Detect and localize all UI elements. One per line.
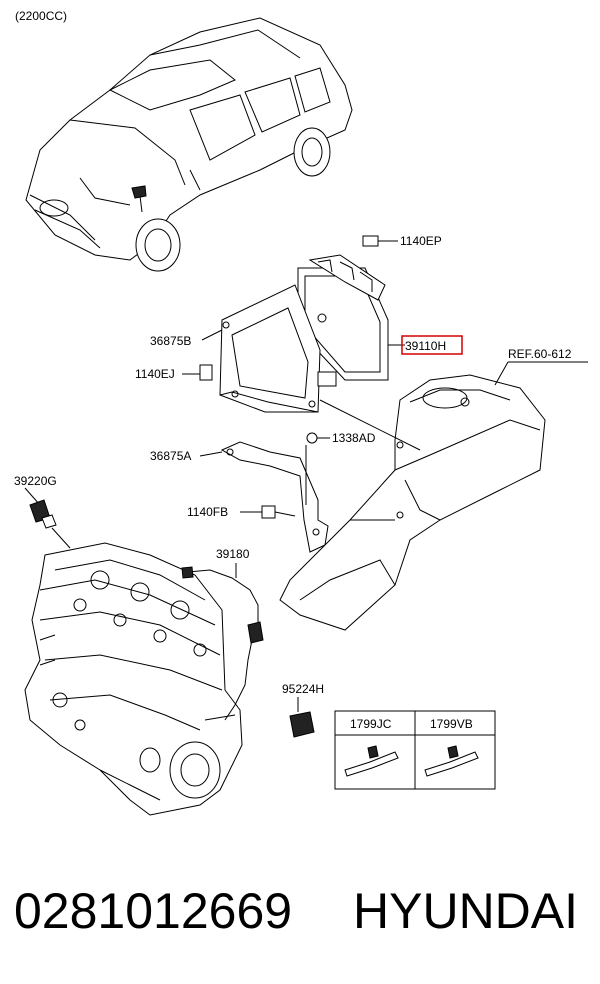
label-1140fb: 1140FB — [187, 505, 228, 519]
relay-95224h — [289, 697, 315, 738]
label-39110h: 39110H — [405, 339, 446, 353]
harness-39180 — [181, 563, 264, 721]
ecu-module — [297, 254, 405, 381]
body-frame — [279, 374, 546, 631]
clips-table: 1799JC 1799VB — [334, 710, 496, 790]
bracket-36875b — [219, 284, 337, 413]
bolt-1140fb — [240, 505, 296, 519]
label-1799jc: 1799JC — [350, 717, 392, 731]
bolt-1140ej — [182, 364, 213, 381]
label-1140ep: 1140EP — [400, 234, 442, 248]
label-39220g: 39220G — [14, 474, 57, 488]
label-39180: 39180 — [216, 547, 250, 561]
vehicle-illustration — [25, 17, 353, 272]
bracket-36875a — [220, 441, 329, 553]
variant-note: (2200CC) — [15, 9, 67, 23]
bolt-1140ep — [362, 235, 398, 247]
label-39110h-highlight — [401, 335, 463, 355]
label-36875b: 36875B — [150, 334, 191, 348]
clip-1799vb — [424, 745, 479, 777]
label-1140ej: 1140EJ — [135, 367, 175, 381]
sensor-39220g — [24, 487, 71, 549]
part-number: 0281012669 — [14, 883, 292, 939]
brand-name: HYUNDAI — [353, 883, 578, 939]
clip-1799jc — [344, 745, 399, 777]
label-36875a: 36875A — [150, 449, 191, 463]
engine-block — [24, 542, 243, 816]
label-1799vb: 1799VB — [430, 717, 473, 731]
label-95224h: 95224H — [282, 682, 324, 696]
nut-1338ad — [306, 432, 330, 444]
label-1338ad: 1338AD — [332, 431, 376, 445]
label-ref-60-612: REF.60-612 — [508, 347, 572, 361]
